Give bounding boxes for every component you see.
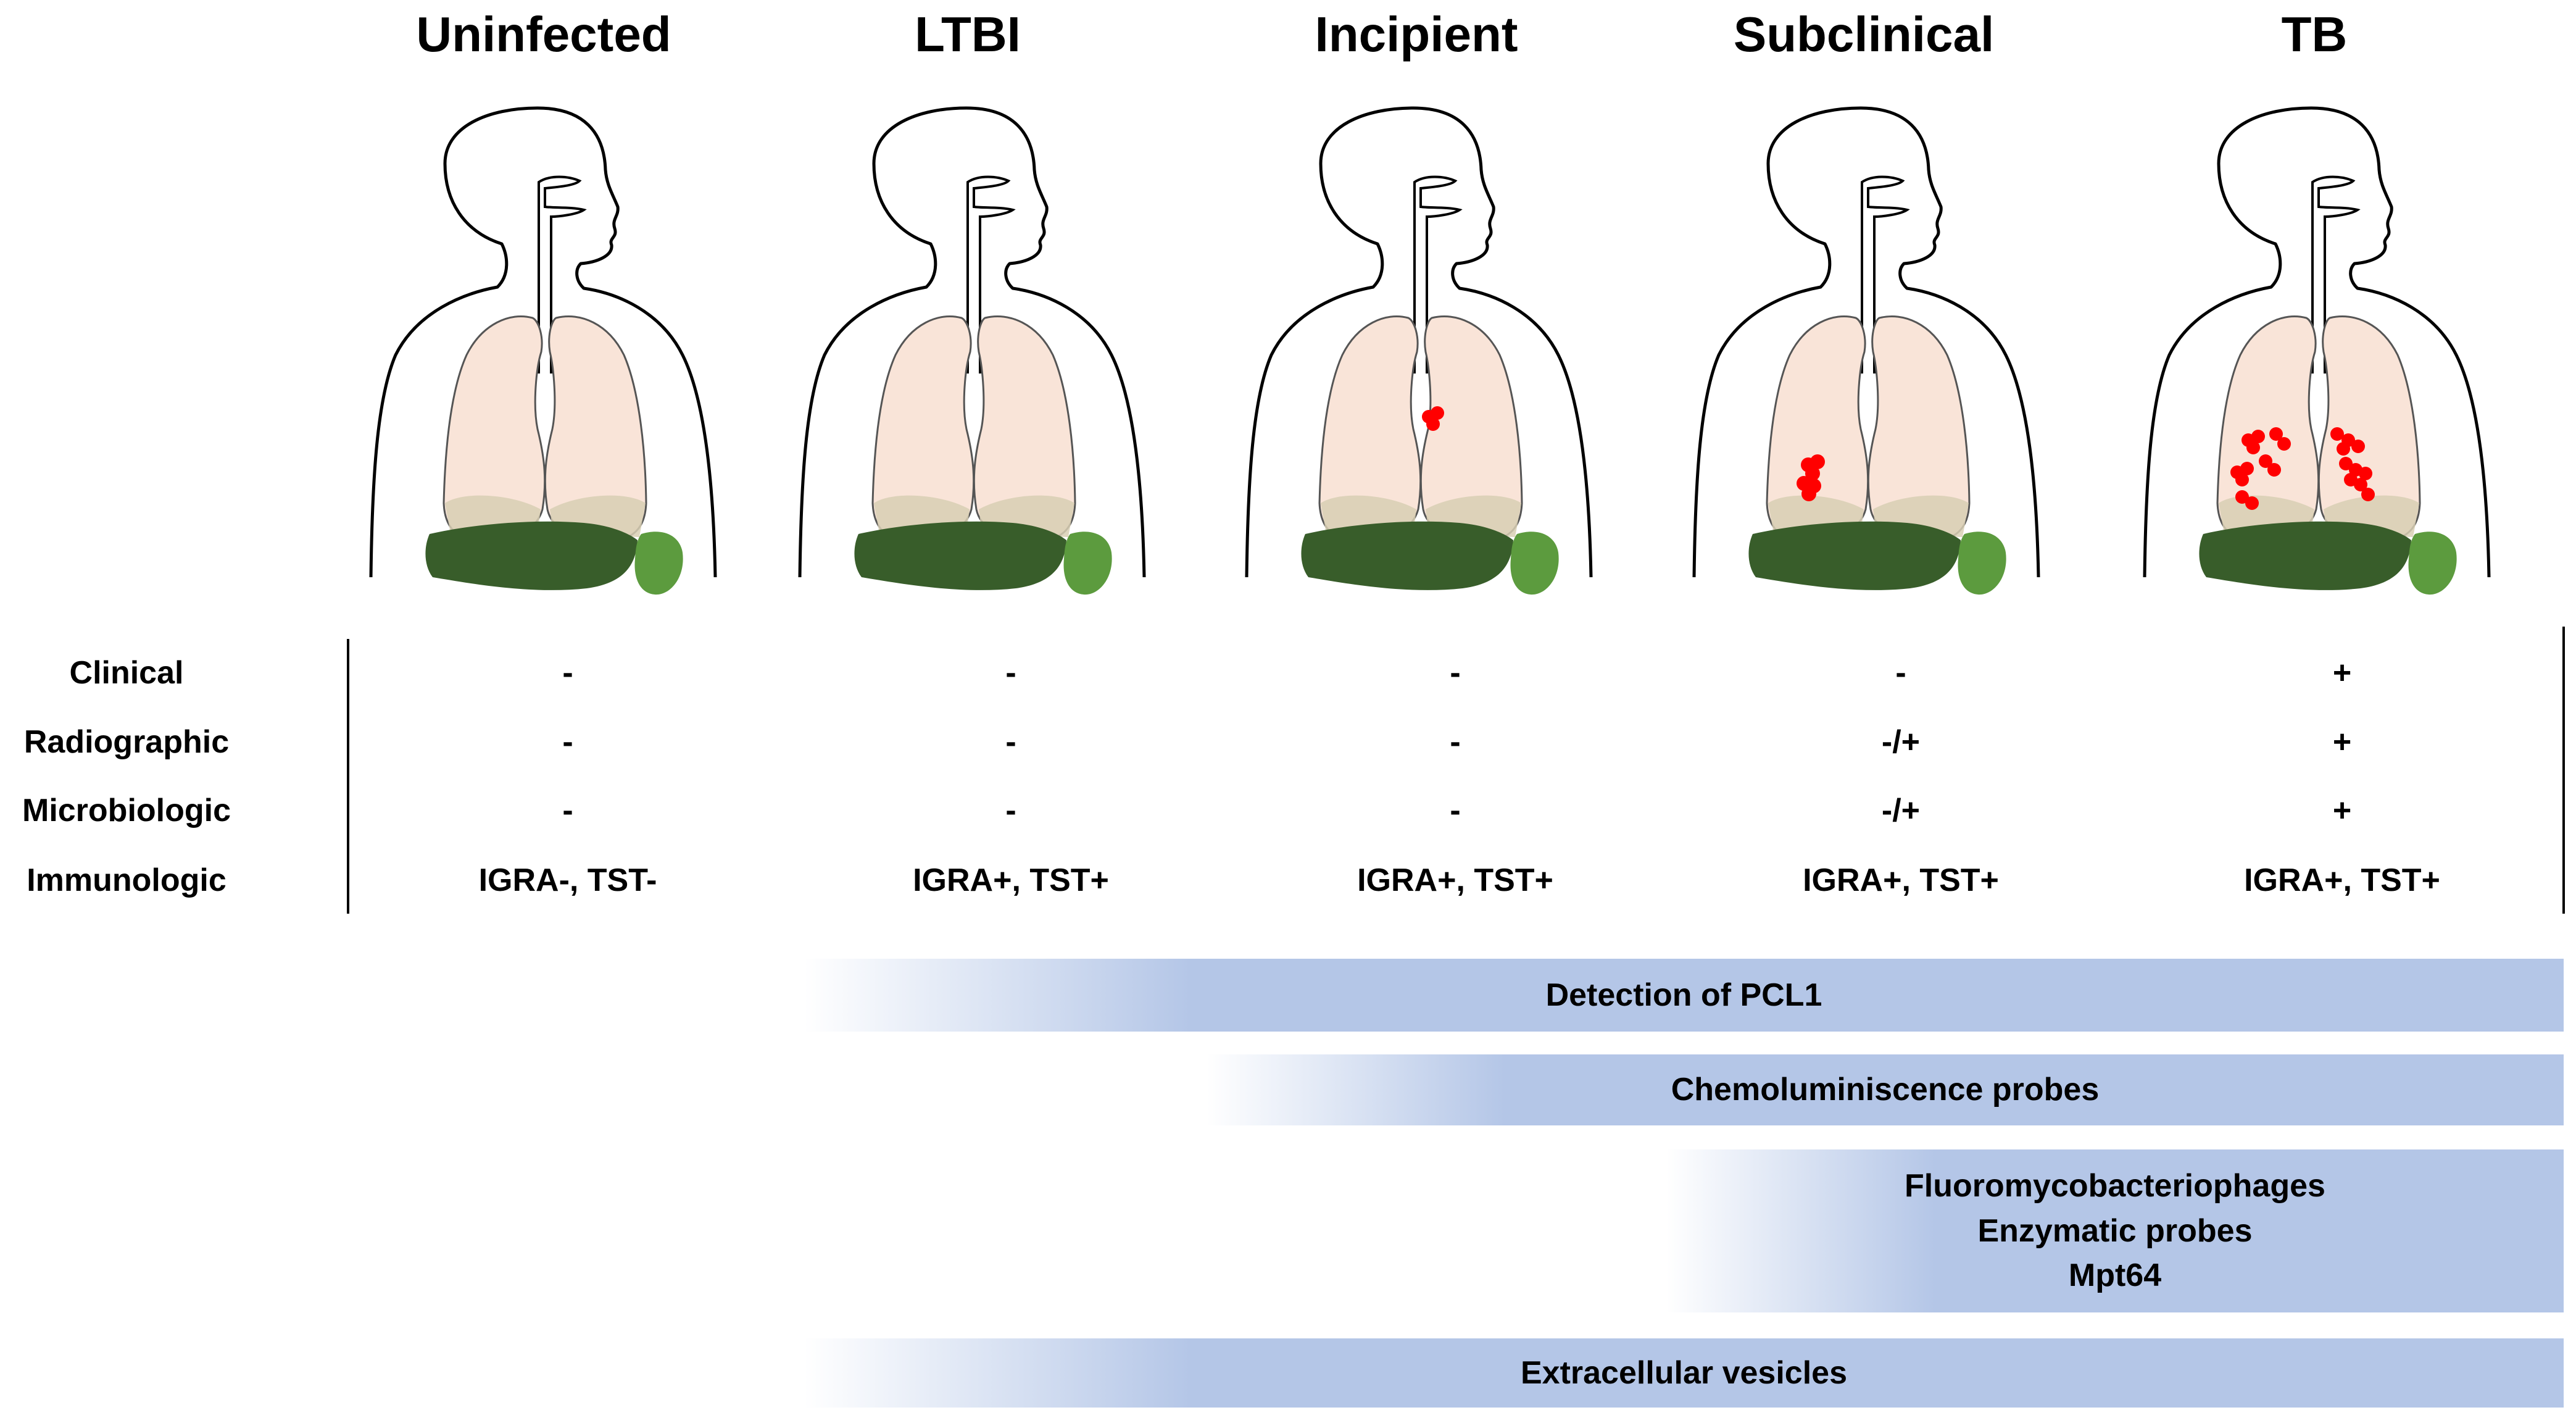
tb-lesion bbox=[2251, 430, 2265, 443]
cell-immunologic-tb: IGRA+, TST+ bbox=[2244, 862, 2440, 898]
method-label: Mpt64 bbox=[2068, 1258, 2162, 1294]
stage-title-subclinical: Subclinical bbox=[1733, 7, 1995, 62]
cell-immunologic-uninfected: IGRA-, TST- bbox=[478, 862, 657, 898]
row-label-microbiologic: Microbiologic bbox=[22, 793, 231, 828]
torso-figure-incipient bbox=[1245, 106, 1593, 595]
cell-microbiologic-uninfected: - bbox=[562, 793, 573, 828]
table-left-border bbox=[347, 639, 349, 914]
cell-clinical-subclinical: - bbox=[1895, 655, 1906, 691]
tb-lesion bbox=[2269, 427, 2283, 441]
tb-lesion bbox=[2361, 488, 2375, 501]
cell-radiographic-ltbi: - bbox=[1005, 724, 1016, 760]
tb-lesion bbox=[2277, 437, 2291, 451]
tb-lesion bbox=[1810, 454, 1825, 469]
tb-lesion bbox=[2240, 462, 2254, 475]
tb-lesion bbox=[2246, 441, 2260, 454]
cell-microbiologic-ltbi: - bbox=[1005, 793, 1016, 828]
cell-radiographic-uninfected: - bbox=[562, 724, 573, 760]
stage-title-tb: TB bbox=[2281, 7, 2348, 62]
tb-lesion bbox=[1801, 486, 1816, 501]
cell-clinical-uninfected: - bbox=[562, 655, 573, 691]
tb-lesion bbox=[2259, 454, 2272, 468]
row-label-radiographic: Radiographic bbox=[23, 724, 230, 760]
torso-drawing bbox=[2143, 106, 2491, 595]
tb-lesion bbox=[2267, 463, 2281, 477]
cell-microbiologic-tb: + bbox=[2332, 793, 2352, 828]
method-label: Enzymatic probes bbox=[1977, 1212, 2253, 1249]
cell-radiographic-subclinical: -/+ bbox=[1881, 724, 1921, 760]
tb-lesion bbox=[2351, 440, 2365, 453]
method-bar-fluoro-enzymatic-mpt64: Fluoromycobacteriophages Enzymatic probe… bbox=[1666, 1149, 2564, 1312]
method-bar-chemoluminiscence: Chemoluminiscence probes bbox=[1207, 1054, 2564, 1125]
cell-microbiologic-incipient: - bbox=[1450, 793, 1461, 828]
tb-lesion bbox=[2337, 442, 2350, 456]
stage-title-ltbi: LTBI bbox=[915, 7, 1021, 62]
torso-drawing bbox=[798, 106, 1146, 595]
cell-clinical-incipient: - bbox=[1450, 655, 1461, 691]
cell-radiographic-tb: + bbox=[2332, 724, 2352, 760]
cell-clinical-tb: + bbox=[2332, 655, 2352, 691]
torso-drawing bbox=[369, 106, 717, 595]
method-label: Extracellular vesicles bbox=[1520, 1354, 1848, 1391]
tb-lesion bbox=[2330, 427, 2344, 441]
tb-lesion bbox=[1426, 417, 1440, 431]
torso-drawing bbox=[1692, 106, 2040, 595]
method-label: Chemoluminiscence probes bbox=[1671, 1072, 2100, 1108]
tb-lesion bbox=[2235, 490, 2249, 504]
tb-lesion bbox=[2359, 467, 2372, 480]
tb-lesion bbox=[2245, 496, 2259, 510]
row-label-immunologic: Immunologic bbox=[27, 862, 226, 898]
tb-lesion bbox=[2235, 473, 2249, 486]
tb-lesion bbox=[1431, 406, 1444, 420]
torso-figure-ltbi bbox=[798, 106, 1146, 595]
row-label-clinical: Clinical bbox=[69, 655, 184, 691]
cell-clinical-ltbi: - bbox=[1005, 655, 1016, 691]
method-label: Detection of PCL1 bbox=[1545, 977, 1822, 1013]
torso-figure-tb bbox=[2143, 106, 2491, 595]
torso-drawing bbox=[1245, 106, 1593, 595]
cell-immunologic-subclinical: IGRA+, TST+ bbox=[1803, 862, 1999, 898]
tb-lesion bbox=[2339, 457, 2353, 470]
torso-figure-subclinical bbox=[1692, 106, 2040, 595]
cell-microbiologic-subclinical: -/+ bbox=[1881, 793, 1921, 828]
torso-figure-uninfected bbox=[369, 106, 717, 595]
stage-title-uninfected: Uninfected bbox=[416, 7, 671, 62]
tb-lesion bbox=[1805, 466, 1820, 481]
cell-radiographic-incipient: - bbox=[1450, 724, 1461, 760]
method-bar-pcl1: Detection of PCL1 bbox=[804, 959, 2564, 1032]
tb-lesion bbox=[2344, 473, 2358, 486]
cell-immunologic-ltbi: IGRA+, TST+ bbox=[913, 862, 1109, 898]
method-bar-extracellular-vesicles: Extracellular vesicles bbox=[804, 1338, 2564, 1408]
cell-immunologic-incipient: IGRA+, TST+ bbox=[1357, 862, 1553, 898]
stage-title-incipient: Incipient bbox=[1315, 7, 1518, 62]
method-label: Fluoromycobacteriophages bbox=[1905, 1167, 2325, 1204]
table-right-border bbox=[2562, 627, 2565, 914]
